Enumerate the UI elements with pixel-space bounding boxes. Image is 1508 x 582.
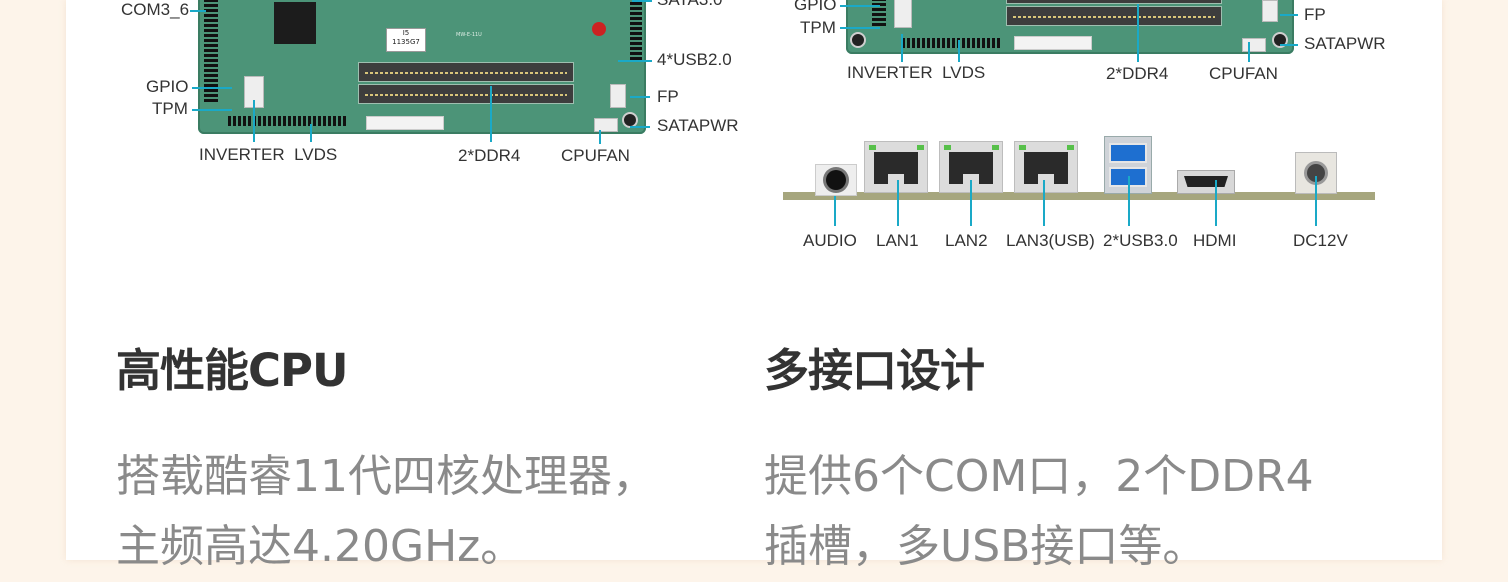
feature-desc-line2: 插槽，多USB接口等。 xyxy=(764,521,1207,572)
gpio-connector xyxy=(894,0,912,28)
label-ddr: 2*DDR4 xyxy=(458,146,521,165)
mount-hole xyxy=(850,32,866,48)
label-tpm: TPM xyxy=(152,99,188,118)
feature-desc-line1: 提供6个COM口，2个DDR4 xyxy=(764,451,1314,502)
fp-connector xyxy=(610,84,626,108)
label-usb20: 4*USB2.0 xyxy=(657,50,732,69)
label-inverter-lvds: INVERTER LVDS xyxy=(199,145,338,164)
label-lan2: LAN2 xyxy=(945,231,988,250)
label-lan3-usb: LAN3(USB) xyxy=(1006,231,1095,250)
label-dc12v: DC12V xyxy=(1293,231,1348,250)
ddr-slot-1 xyxy=(358,62,574,82)
lan3-usb-port xyxy=(1014,141,1078,193)
feature-title: 高性能CPU xyxy=(116,344,349,397)
board-sticker xyxy=(1014,36,1092,50)
lan2-port xyxy=(939,141,1003,193)
label-fp: FP xyxy=(1304,5,1326,24)
ddr-slot-1 xyxy=(1006,0,1222,4)
left-pin-header xyxy=(872,0,886,26)
label-inverter-lvds: INVERTER LVDS xyxy=(847,63,986,82)
right-pin-header xyxy=(630,0,642,60)
cpu-chip xyxy=(274,2,316,44)
left-pin-header xyxy=(204,0,218,102)
label-gpio: GPIO xyxy=(794,0,837,14)
hdmi-port xyxy=(1177,170,1235,194)
feature-desc-line1: 搭载酷睿11代四核处理器， xyxy=(116,451,656,502)
label-lan1: LAN1 xyxy=(876,231,919,250)
lan1-port xyxy=(864,141,928,193)
label-sata: SATA3.0 xyxy=(657,0,723,9)
feature-desc-line2: 主频高达4.20GHz。 xyxy=(116,521,525,572)
label-cpufan: CPUFAN xyxy=(561,146,630,165)
ddr-slot-2 xyxy=(1006,6,1222,26)
cpufan-connector xyxy=(594,118,618,132)
ddr-slot-2 xyxy=(358,84,574,104)
cpufan-connector xyxy=(1242,38,1266,52)
label-usb3: 2*USB3.0 xyxy=(1103,231,1178,250)
label-fp: FP xyxy=(657,87,679,106)
label-satapwr: SATAPWR xyxy=(1304,34,1386,53)
label-gpio: GPIO xyxy=(146,77,189,96)
label-hdmi: HDMI xyxy=(1193,231,1237,250)
right-board-image xyxy=(846,0,1294,54)
audio-jack xyxy=(815,164,857,196)
capacitor xyxy=(592,22,606,36)
bottom-pin-header xyxy=(902,38,1002,48)
bottom-pin-header xyxy=(228,116,348,126)
io-baseplate xyxy=(783,192,1375,200)
label-cpufan: CPUFAN xyxy=(1209,64,1278,83)
board-sticker xyxy=(366,116,444,130)
left-board-image: I5 1135G7 MW-E-11U xyxy=(198,0,646,134)
label-com: COM3_6 xyxy=(121,0,190,19)
silkscreen: MW-E-11U xyxy=(456,32,482,38)
label-satapwr: SATAPWR xyxy=(657,116,739,135)
fp-connector xyxy=(1262,0,1278,22)
feature-title: 多接口设计 xyxy=(764,344,985,397)
cpu-label: I5 1135G7 xyxy=(386,28,426,52)
label-audio: AUDIO xyxy=(803,231,857,250)
label-ddr: 2*DDR4 xyxy=(1106,64,1169,83)
label-tpm: TPM xyxy=(800,18,836,37)
